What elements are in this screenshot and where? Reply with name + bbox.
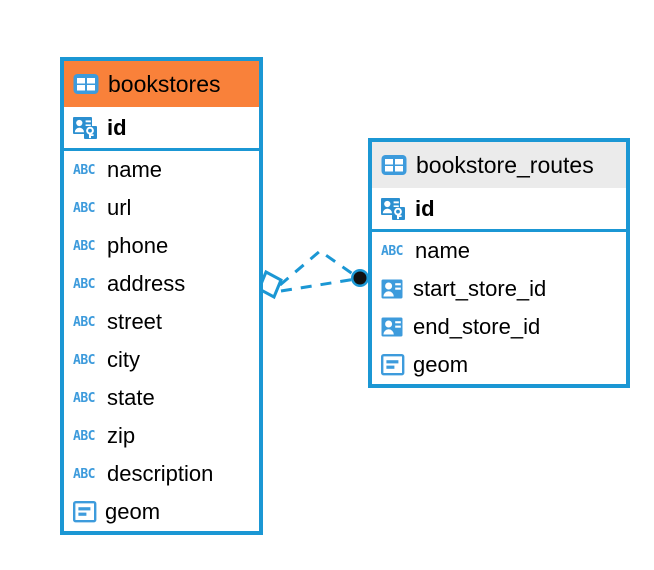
field-row-id[interactable]: id: [64, 107, 259, 151]
field-label: description: [107, 461, 214, 486]
field-row-start-store-id[interactable]: start_store_id: [372, 270, 626, 308]
abc-icon: ABC: [73, 200, 95, 216]
abc-icon: ABC: [73, 276, 95, 292]
field-label: id: [415, 195, 435, 221]
geometry-icon: [73, 501, 97, 523]
abc-icon: ABC: [73, 238, 95, 254]
table-icon: [381, 154, 407, 176]
field-label: phone: [107, 233, 169, 258]
relationship-line-start-store-id[interactable]: [279, 249, 358, 287]
entity-body-bookstore-routes: id ABC name start_store_id: [372, 188, 626, 384]
field-label: zip: [107, 423, 136, 448]
entity-bookstore-routes[interactable]: bookstore_routes: [368, 138, 630, 388]
abc-icon: ABC: [381, 243, 403, 259]
field-row-id[interactable]: id: [372, 188, 626, 232]
field-label: street: [107, 309, 163, 334]
field-label: name: [415, 238, 471, 263]
primary-key-icon: [73, 116, 99, 140]
abc-icon: ABC: [73, 162, 95, 178]
field-label: geom: [105, 499, 161, 524]
field-label: geom: [413, 352, 469, 377]
field-label: name: [107, 157, 163, 182]
abc-icon: ABC: [73, 352, 95, 368]
field-row-geom[interactable]: geom: [64, 493, 259, 531]
field-row-address[interactable]: ABC address: [64, 265, 259, 303]
field-row-city[interactable]: ABC city: [64, 341, 259, 379]
field-row-state[interactable]: ABC state: [64, 379, 259, 417]
field-row-description[interactable]: ABC description: [64, 455, 259, 493]
abc-icon: ABC: [73, 390, 95, 406]
entity-header-bookstore-routes[interactable]: bookstore_routes: [372, 142, 626, 188]
entity-body-bookstores: id ABC name ABC url ABC phone ABC addres…: [64, 107, 259, 531]
field-label: state: [107, 385, 155, 410]
abc-icon: ABC: [73, 466, 95, 482]
field-row-name[interactable]: ABC name: [64, 151, 259, 189]
field-row-street[interactable]: ABC street: [64, 303, 259, 341]
entity-header-bookstores[interactable]: bookstores: [64, 61, 259, 107]
field-row-phone[interactable]: ABC phone: [64, 227, 259, 265]
entity-title: bookstores: [108, 70, 221, 97]
table-icon: [73, 73, 99, 95]
relationship-line-end-store-id[interactable]: [280, 277, 357, 293]
field-row-name[interactable]: ABC name: [372, 232, 626, 270]
entity-bookstores[interactable]: bookstores id: [60, 57, 263, 535]
field-label: address: [107, 271, 186, 296]
field-row-zip[interactable]: ABC zip: [64, 417, 259, 455]
relationship-endpoint-icon[interactable]: [351, 269, 369, 287]
entity-title: bookstore_routes: [416, 151, 594, 178]
primary-key-icon: [381, 197, 407, 221]
foreign-key-icon: [381, 316, 405, 338]
field-label: end_store_id: [413, 314, 541, 339]
field-row-geom[interactable]: geom: [372, 346, 626, 384]
field-label: city: [107, 347, 140, 372]
field-label: url: [107, 195, 132, 220]
abc-icon: ABC: [73, 428, 95, 444]
field-row-url[interactable]: ABC url: [64, 189, 259, 227]
abc-icon: ABC: [73, 314, 95, 330]
field-label: start_store_id: [413, 276, 547, 301]
foreign-key-icon: [381, 278, 405, 300]
geometry-icon: [381, 354, 405, 376]
field-row-end-store-id[interactable]: end_store_id: [372, 308, 626, 346]
field-label: id: [107, 114, 127, 140]
